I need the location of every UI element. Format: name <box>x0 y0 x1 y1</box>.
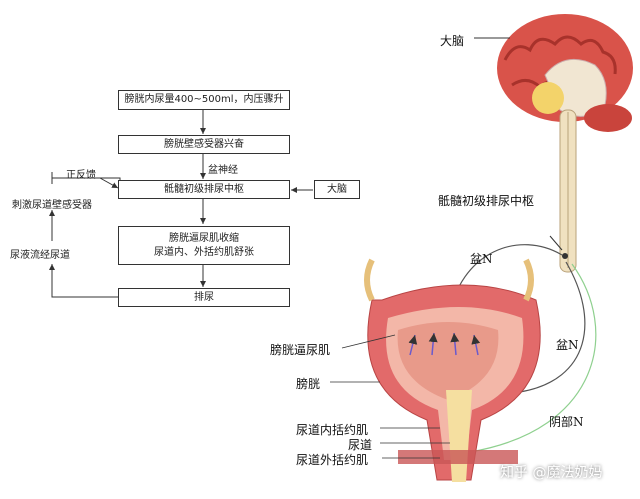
label-internal-sphincter: 尿道内括约肌 <box>296 423 369 437</box>
box-bladder-volume: 膀胱内尿量400~500ml，内压骤升 <box>118 90 290 110</box>
label-stimulate-receptor: 刺激尿道壁感受器 <box>12 200 92 211</box>
watermark: 知乎 @魔法奶妈 <box>500 465 603 481</box>
box-detrusor-sphincter: 膀胱逼尿肌收缩 尿道内、外括约肌舒张 <box>118 226 290 265</box>
label-brain: 大脑 <box>440 34 465 48</box>
bladder-illustration <box>364 258 541 482</box>
box-receptor-excitation: 膀胱壁感受器兴奋 <box>118 135 290 154</box>
spinal-cord <box>549 109 577 273</box>
box-detrusor-text: 膀胱逼尿肌收缩 <box>169 232 239 244</box>
label-positive-feedback: 正反馈 <box>66 170 96 181</box>
label-pelvic-n-upper: 盆N <box>470 252 493 266</box>
label-urine-flow: 尿液流经尿道 <box>10 250 70 261</box>
label-detrusor: 膀胱逼尿肌 <box>270 343 331 357</box>
box-brain: 大脑 <box>314 180 360 199</box>
box-sphincter-text: 尿道内、外括约肌舒张 <box>154 246 254 258</box>
label-pudendal-n: 阴部N <box>549 415 584 429</box>
brain-illustration <box>474 14 633 132</box>
label-pelvic-nerve: 盆神经 <box>208 165 238 176</box>
label-pelvic-n-lower: 盆N <box>556 338 579 352</box>
label-external-sphincter: 尿道外括约肌 <box>296 453 369 467</box>
label-urethra: 尿道 <box>348 438 373 452</box>
box-urination: 排尿 <box>118 288 290 307</box>
label-bladder: 膀胱 <box>296 377 321 391</box>
label-sacral-center: 骶髓初级排尿中枢 <box>438 194 535 208</box>
box-sacral-center: 骶髓初级排尿中枢 <box>118 180 290 199</box>
anatomy-leaders <box>330 334 450 459</box>
